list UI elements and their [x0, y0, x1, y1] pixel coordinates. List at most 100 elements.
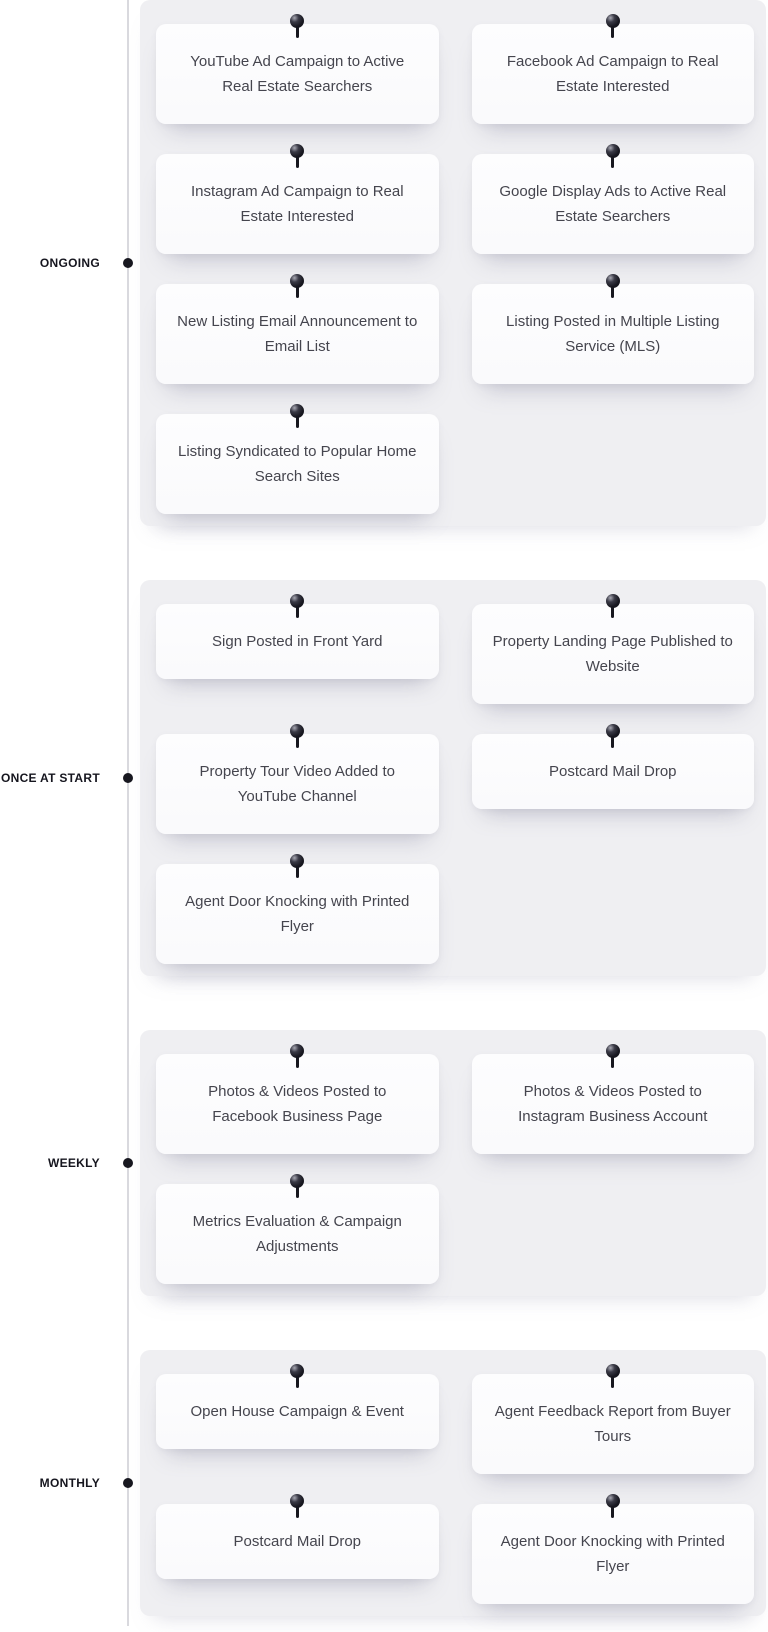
timeline-section: MONTHLY Open House Campaign & Event Agen… — [0, 1350, 768, 1616]
pushpin-head — [605, 14, 620, 28]
card-label: Photos & Videos Posted to Facebook Busin… — [208, 1083, 387, 1125]
pushpin-head — [605, 724, 620, 738]
pushpin-head — [605, 1044, 620, 1058]
card-label: Open House Campaign & Event — [190, 1403, 404, 1420]
timeline-section: ONGOING YouTube Ad Campaign to Active Re… — [0, 0, 768, 526]
campaign-card: Property Landing Page Published to Websi… — [471, 594, 754, 704]
campaign-card: Postcard Mail Drop — [156, 1494, 439, 1579]
pushpin-icon — [290, 1174, 305, 1200]
pushpin-stem — [611, 607, 615, 618]
pushpin-icon — [290, 1494, 305, 1520]
card-label: Property Tour Video Added to YouTube Cha… — [199, 763, 395, 805]
pushpin-stem — [295, 1057, 299, 1068]
pushpin-head — [290, 594, 305, 608]
card-label: Listing Syndicated to Popular Home Searc… — [178, 443, 417, 485]
card-label: Agent Door Knocking with Printed Flyer — [185, 893, 410, 935]
card-group: Photos & Videos Posted to Facebook Busin… — [140, 1030, 766, 1296]
card-label: Google Display Ads to Active Real Estate… — [499, 183, 727, 225]
card-label: Instagram Ad Campaign to Real Estate Int… — [190, 183, 404, 225]
section-label-cell: MONTHLY — [0, 1350, 140, 1616]
pushpin-head — [290, 724, 305, 738]
pushpin-stem — [295, 1507, 299, 1518]
pushpin-icon — [605, 274, 620, 300]
pushpin-head — [290, 274, 305, 288]
card-label: New Listing Email Announcement to Email … — [177, 313, 418, 355]
pushpin-icon — [605, 594, 620, 620]
campaign-card: Agent Feedback Report from Buyer Tours — [471, 1364, 754, 1474]
pushpin-stem — [295, 27, 299, 38]
pushpin-head — [605, 144, 620, 158]
campaign-card: Agent Door Knocking with Printed Flyer — [156, 854, 439, 964]
pushpin-icon — [605, 1494, 620, 1520]
pushpin-head — [290, 854, 305, 868]
pushpin-head — [290, 14, 305, 28]
pushpin-stem — [295, 1377, 299, 1388]
card-label: Agent Feedback Report from Buyer Tours — [494, 1403, 731, 1445]
pushpin-icon — [290, 854, 305, 880]
pushpin-icon — [605, 14, 620, 40]
campaign-card: Metrics Evaluation & Campaign Adjustment… — [156, 1174, 439, 1284]
pushpin-stem — [611, 1507, 615, 1518]
pushpin-icon — [290, 724, 305, 750]
pushpin-icon — [290, 1044, 305, 1070]
pushpin-head — [290, 144, 305, 158]
card-group: Sign Posted in Front Yard Property Landi… — [140, 580, 766, 976]
timeline-dot — [123, 258, 133, 268]
pushpin-head — [290, 1494, 305, 1508]
pushpin-icon — [605, 1364, 620, 1390]
card-label: Sign Posted in Front Yard — [212, 633, 383, 650]
campaign-card: Photos & Videos Posted to Facebook Busin… — [156, 1044, 439, 1154]
pushpin-stem — [295, 607, 299, 618]
campaign-card: Listing Syndicated to Popular Home Searc… — [156, 404, 439, 514]
pushpin-icon — [290, 1364, 305, 1390]
campaign-card: Sign Posted in Front Yard — [156, 594, 439, 679]
pushpin-stem — [295, 417, 299, 428]
pushpin-stem — [611, 27, 615, 38]
pushpin-head — [290, 1174, 305, 1188]
campaign-card: YouTube Ad Campaign to Active Real Estat… — [156, 14, 439, 124]
card-group: YouTube Ad Campaign to Active Real Estat… — [140, 0, 766, 526]
pushpin-head — [605, 274, 620, 288]
pushpin-icon — [605, 724, 620, 750]
pushpin-stem — [611, 157, 615, 168]
timeline-dot — [123, 1158, 133, 1168]
campaign-card: Instagram Ad Campaign to Real Estate Int… — [156, 144, 439, 254]
section-label: ONCE AT START — [0, 771, 100, 785]
pushpin-icon — [290, 274, 305, 300]
pushpin-icon — [290, 404, 305, 430]
pushpin-icon — [605, 144, 620, 170]
timeline-dot — [123, 1478, 133, 1488]
section-label-cell: ONGOING — [0, 0, 140, 526]
card-label: Facebook Ad Campaign to Real Estate Inte… — [506, 53, 719, 95]
pushpin-stem — [295, 157, 299, 168]
campaign-card: Photos & Videos Posted to Instagram Busi… — [471, 1044, 754, 1154]
card-label: Postcard Mail Drop — [233, 1533, 362, 1550]
pushpin-stem — [611, 1057, 615, 1068]
campaign-card: Facebook Ad Campaign to Real Estate Inte… — [471, 14, 754, 124]
pushpin-stem — [611, 287, 615, 298]
section-label-cell: ONCE AT START — [0, 580, 140, 976]
card-group: Open House Campaign & Event Agent Feedba… — [140, 1350, 766, 1616]
pushpin-head — [605, 594, 620, 608]
timeline-section: WEEKLY Photos & Videos Posted to Faceboo… — [0, 1030, 768, 1296]
pushpin-stem — [295, 287, 299, 298]
pushpin-icon — [290, 594, 305, 620]
campaign-card: Postcard Mail Drop — [471, 724, 754, 809]
campaign-card: Listing Posted in Multiple Listing Servi… — [471, 274, 754, 384]
card-label: Listing Posted in Multiple Listing Servi… — [506, 313, 720, 355]
campaign-card: New Listing Email Announcement to Email … — [156, 274, 439, 384]
pushpin-head — [290, 404, 305, 418]
section-label: WEEKLY — [47, 1156, 100, 1170]
campaign-card: Google Display Ads to Active Real Estate… — [471, 144, 754, 254]
pushpin-stem — [295, 1187, 299, 1198]
card-label: Photos & Videos Posted to Instagram Busi… — [518, 1083, 708, 1125]
campaign-card: Property Tour Video Added to YouTube Cha… — [156, 724, 439, 834]
section-label-cell: WEEKLY — [0, 1030, 140, 1296]
campaign-card: Open House Campaign & Event — [156, 1364, 439, 1449]
pushpin-icon — [605, 1044, 620, 1070]
section-label: ONGOING — [39, 256, 100, 270]
pushpin-head — [290, 1044, 305, 1058]
pushpin-head — [290, 1364, 305, 1378]
